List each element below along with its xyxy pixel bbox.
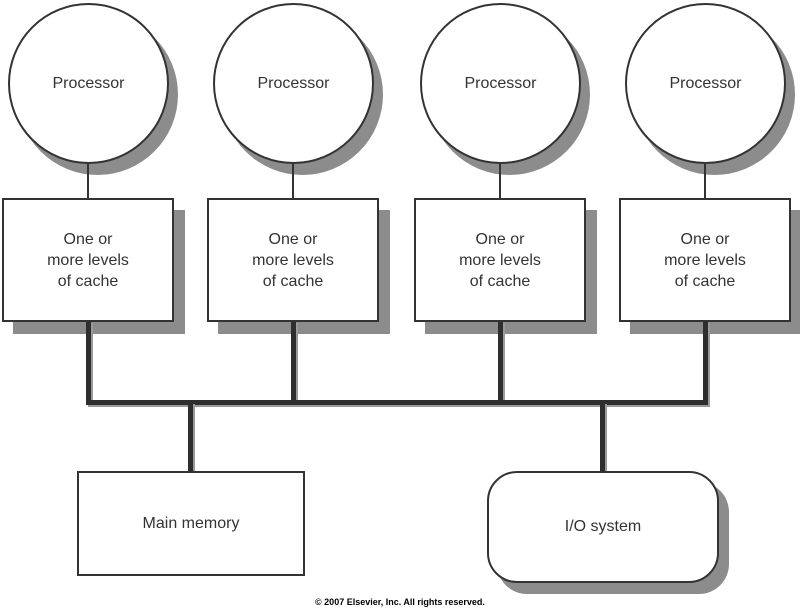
main-memory-node: Main memory — [77, 471, 305, 576]
cache-label-line: of cache — [674, 272, 736, 290]
cache-label-line: of cache — [262, 272, 324, 290]
cache-label-line: One or — [268, 230, 318, 248]
copyright-text: © 2007 Elsevier, Inc. All rights reserve… — [315, 597, 485, 607]
cache-node-2: One or more levels of cache — [207, 198, 379, 322]
io-system-label: I/O system — [564, 518, 642, 535]
processor-label: Processor — [464, 74, 537, 92]
processor-label: Processor — [257, 74, 330, 92]
cache-label-line: One or — [475, 230, 525, 248]
io-system-node: I/O system — [487, 471, 719, 583]
cache-node-3: One or more levels of cache — [414, 198, 586, 322]
processor-cache-link-4 — [704, 164, 706, 199]
cache-bus-link-1 — [86, 322, 91, 403]
processor-node-3: Processor — [420, 3, 581, 164]
bus-memory-link — [188, 403, 193, 471]
cache-label-line: One or — [63, 230, 113, 248]
processor-node-2: Processor — [213, 3, 374, 164]
cache-bus-link-3 — [498, 322, 503, 403]
cache-label-line: of cache — [469, 272, 531, 290]
cache-label-line: more levels — [252, 251, 334, 269]
cache-node-1: One or more levels of cache — [2, 198, 174, 322]
cache-bus-link-4 — [703, 322, 708, 403]
shared-bus-line — [86, 400, 708, 405]
cache-label-line: more levels — [664, 251, 746, 269]
cache-node-4: One or more levels of cache — [619, 198, 791, 322]
bus-io-link — [600, 403, 605, 471]
processor-label: Processor — [52, 74, 125, 92]
processor-node-1: Processor — [8, 3, 169, 164]
processor-label: Processor — [669, 74, 742, 92]
cache-bus-link-2 — [291, 322, 296, 403]
main-memory-label: Main memory — [142, 514, 240, 532]
processor-node-4: Processor — [625, 3, 786, 164]
cache-label-line: One or — [680, 230, 730, 248]
processor-cache-link-1 — [87, 164, 89, 199]
cache-label-line: more levels — [459, 251, 541, 269]
processor-cache-link-3 — [499, 164, 501, 199]
processor-cache-link-2 — [292, 164, 294, 199]
cache-label-line: of cache — [57, 272, 119, 290]
cache-label-line: more levels — [47, 251, 129, 269]
